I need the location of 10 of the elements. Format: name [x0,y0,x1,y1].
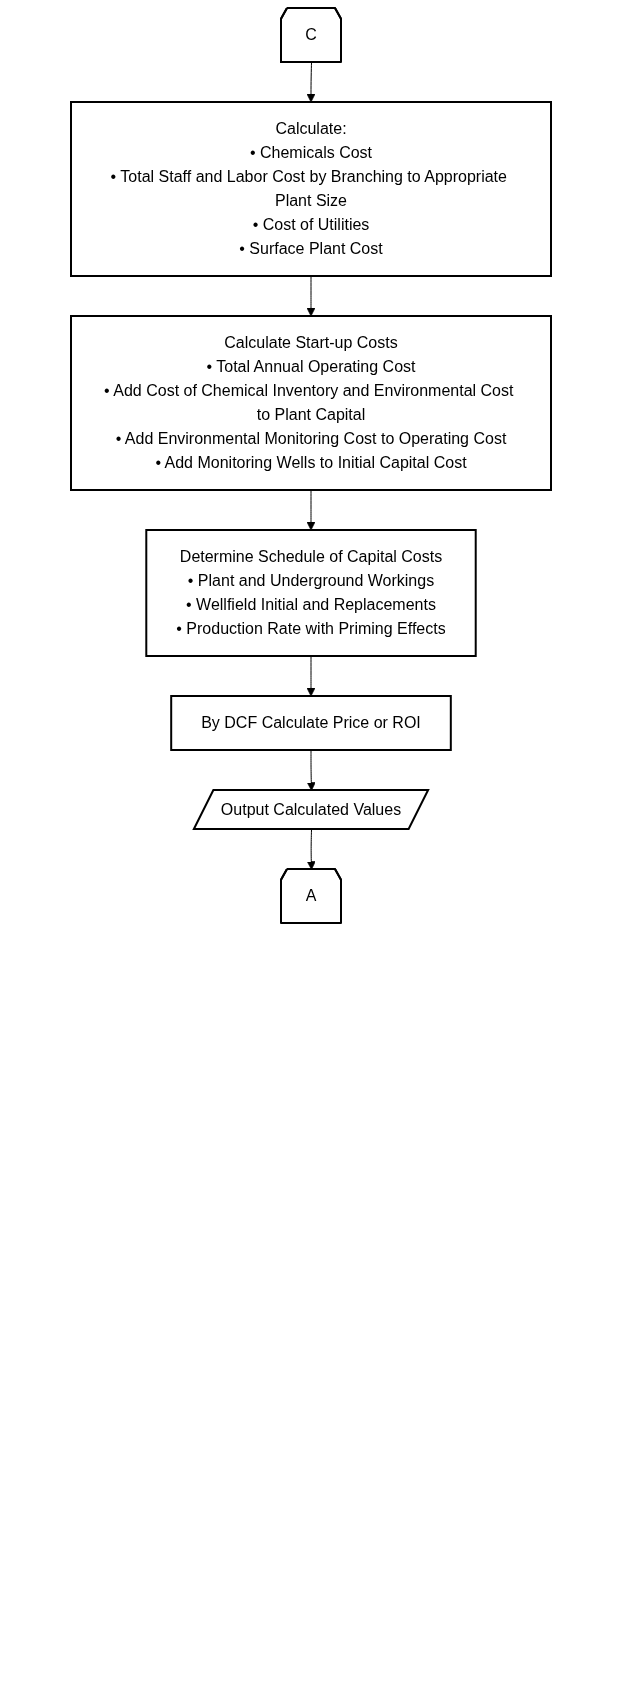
arrow [306,62,316,103]
node-box: By DCF Calculate Price or ROI [170,695,452,751]
arrow [306,275,316,317]
arrow [306,749,316,791]
arrow [306,655,316,697]
node-box: Calculate: • Chemicals Cost • Total Staff and Labor Cost by Branching to Appropriate Plant Size • Cost of Utilities • Surface Plant Cost [70,101,552,277]
arrow [306,829,316,870]
arrow [306,489,316,531]
node-box: Determine Schedule of Capital Costs • Plant and Underground Workings • Wellfield Initial and Replacements • Production Rate with Priming Effects [145,529,477,657]
node-box: Calculate Start-up Costs • Total Annual Operating Cost • Add Cost of Chemical Inventory and Environmental Cost to Plant Capital • Add Environmental Monitoring Cost to Operating Cost • Add Monitoring Wells to Initial Capital Cost [70,315,552,491]
